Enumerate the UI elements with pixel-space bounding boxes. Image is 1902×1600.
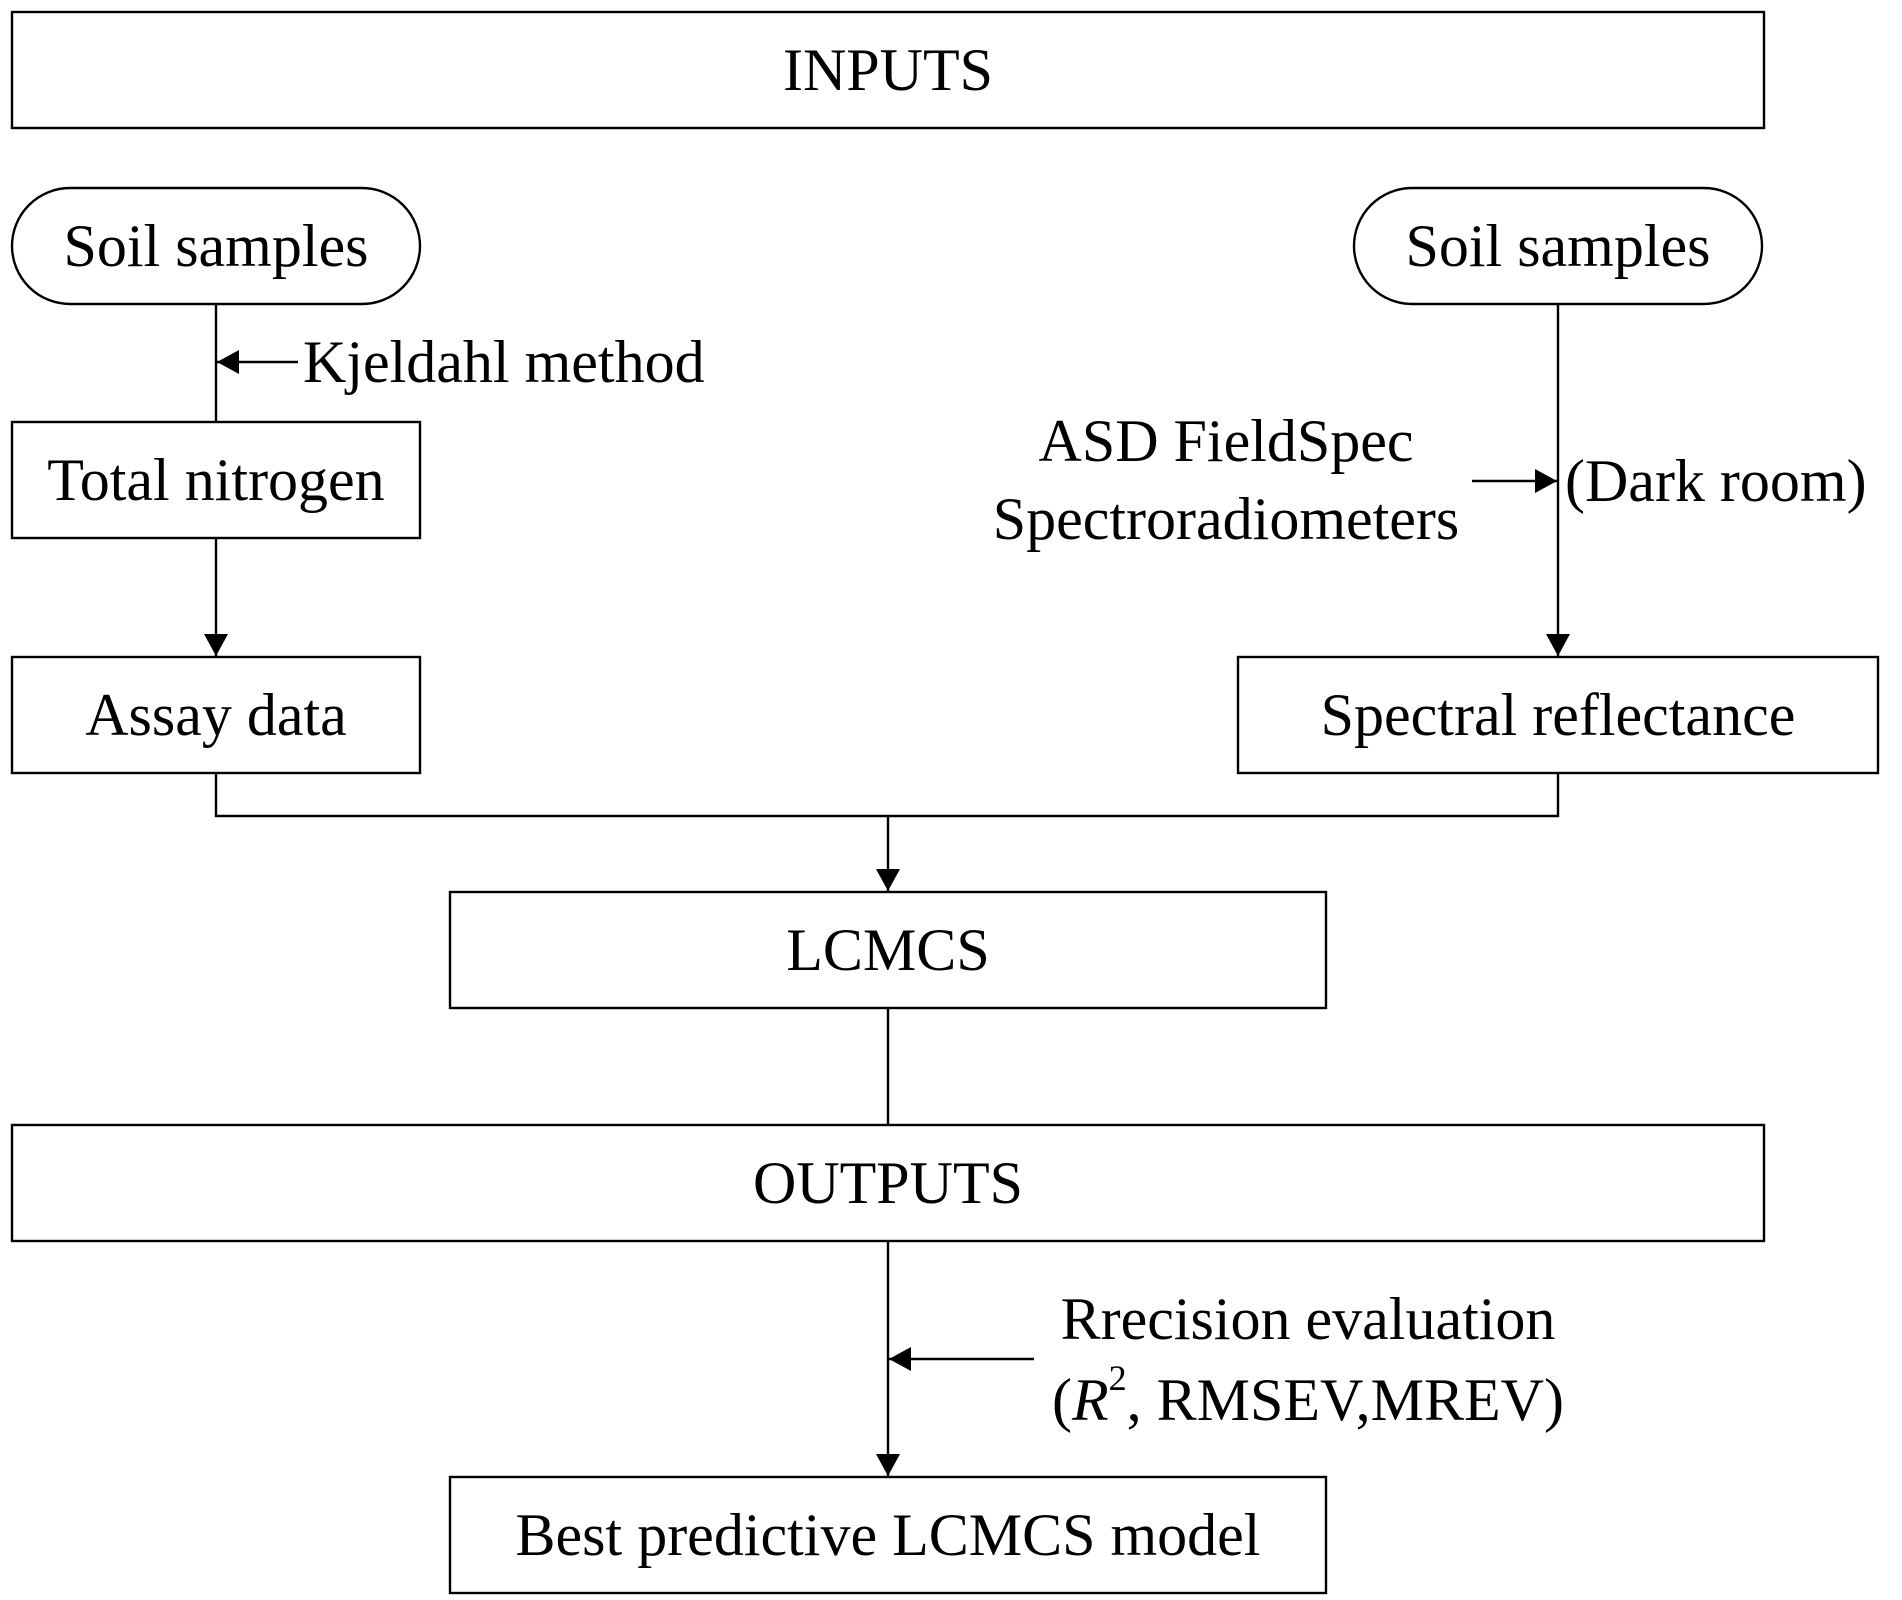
dark-room-label: (Dark room) (1565, 448, 1867, 514)
lcmcs-label: LCMCS (786, 917, 989, 983)
spectral-reflectance-box: Spectral reflectance (1236, 655, 1880, 775)
total-nitrogen-box: Total nitrogen (10, 420, 422, 540)
right-soil-samples-label: Soil samples (1405, 213, 1710, 279)
assay-data-box: Assay data (10, 655, 422, 775)
inputs-label: INPUTS (783, 37, 993, 103)
inputs-box: INPUTS (10, 10, 1766, 130)
left-soil-samples-label: Soil samples (63, 213, 368, 279)
left-soil-samples-node: Soil samples (10, 186, 422, 306)
outputs-box: OUTPUTS (10, 1123, 1766, 1243)
merge-connector (214, 773, 1560, 818)
instrument-label-line1: ASD FieldSpec (1039, 408, 1414, 474)
evaluation-label-line1: Rrecision evaluation (1061, 1286, 1556, 1352)
lcmcs-box: LCMCS (448, 890, 1328, 1010)
right-soil-samples-node: Soil samples (1352, 186, 1764, 306)
outputs-label: OUTPUTS (753, 1150, 1023, 1216)
total-nitrogen-label: Total nitrogen (47, 447, 384, 513)
spectral-reflectance-label: Spectral reflectance (1321, 682, 1796, 748)
assay-data-label: Assay data (85, 682, 347, 748)
best-model-box: Best predictive LCMCS model (448, 1475, 1328, 1595)
best-model-label: Best predictive LCMCS model (516, 1502, 1261, 1568)
instrument-label-line2: Spectroradiometers (993, 486, 1460, 552)
evaluation-label-line2: (R2, RMSEV,MREV) (1052, 1358, 1564, 1433)
kjeldahl-method-label: Kjeldahl method (303, 329, 705, 395)
